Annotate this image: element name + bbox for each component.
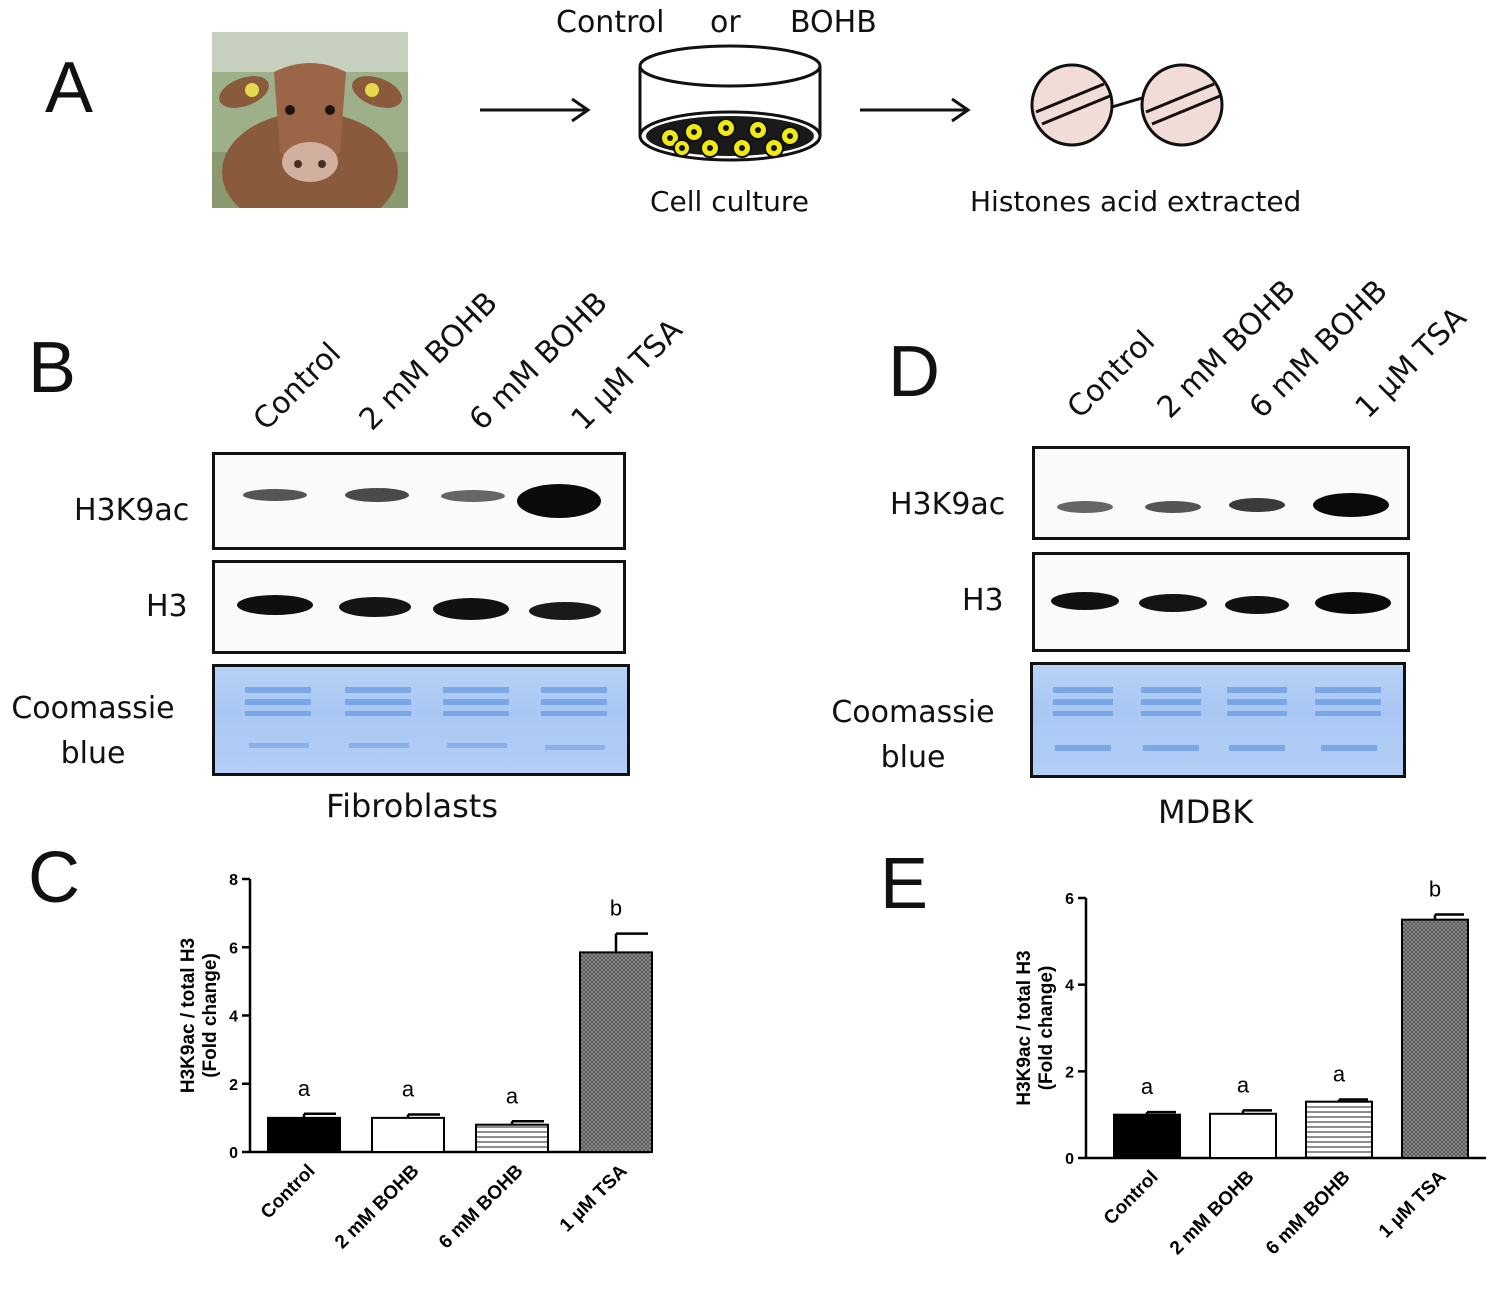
lane-label: Control — [246, 335, 349, 438]
arrow-2-icon — [860, 97, 971, 123]
y-tick-label: 8 — [229, 872, 238, 889]
histones-caption: Histones acid extracted — [970, 185, 1302, 218]
coomassie-line-1: Coomassie — [831, 695, 995, 730]
y-tick-label: 2 — [1065, 1064, 1074, 1081]
bar — [371, 1116, 445, 1153]
y-tick-label: 6 — [1065, 891, 1074, 908]
blot-h3k9ac-fibroblasts — [212, 452, 626, 550]
row-label-h3: H3 — [962, 583, 1004, 618]
panel-d-label: D — [888, 332, 940, 412]
bar — [1209, 1112, 1277, 1160]
significance-letter: b — [1429, 876, 1441, 901]
coomassie-line-2: blue — [60, 736, 126, 771]
row-label-coomassie: Coomassie blue — [0, 686, 186, 776]
category-label: 1 µM TSA — [1375, 1166, 1451, 1242]
significance-letter: a — [506, 1083, 519, 1108]
significance-letter: a — [1333, 1062, 1346, 1087]
significance-letter: b — [610, 896, 622, 921]
y-tick-label: 4 — [229, 1009, 238, 1026]
row-label-coomassie: Coomassie blue — [820, 690, 1006, 780]
category-label: 1 µM TSA — [556, 1160, 632, 1236]
cell-culture-caption: Cell culture — [650, 185, 810, 218]
bar — [1401, 918, 1469, 1159]
y-tick-label: 4 — [1065, 978, 1074, 995]
y-axis-label: (Fold change) — [1036, 966, 1057, 1091]
category-label: Control — [257, 1161, 320, 1224]
blot-h3k9ac-mdbk — [1032, 446, 1410, 540]
cow-photo — [212, 32, 408, 208]
significance-letter: a — [1141, 1074, 1154, 1099]
arrow-1-icon — [480, 97, 591, 123]
significance-letter: a — [402, 1076, 415, 1101]
y-axis-label: H3K9ac / total H3 — [178, 938, 199, 1093]
y-axis-label: H3K9ac / total H3 — [1014, 950, 1035, 1105]
panel-e-label: E — [880, 844, 929, 924]
row-label-h3k9ac: H3K9ac — [74, 493, 190, 528]
significance-letter: a — [298, 1076, 311, 1101]
category-label: 2 mM BOHB — [331, 1161, 423, 1253]
category-label: Control — [1100, 1167, 1163, 1230]
bar — [1113, 1113, 1181, 1160]
panel-c-label: C — [28, 838, 80, 918]
y-axis-label: (Fold change) — [200, 953, 221, 1078]
panel-b-label: B — [28, 328, 77, 408]
bar — [267, 1116, 341, 1153]
row-label-h3k9ac: H3K9ac — [890, 487, 1006, 522]
coomassie-gel-mdbk — [1030, 662, 1406, 778]
significance-letter: a — [1237, 1072, 1250, 1097]
y-tick-label: 6 — [229, 940, 238, 957]
y-tick-label: 2 — [229, 1077, 238, 1094]
cell-type-fibroblasts: Fibroblasts — [326, 787, 499, 825]
petri-dish-icon — [638, 44, 822, 162]
coomassie-line-1: Coomassie — [11, 691, 175, 726]
y-tick-label: 0 — [229, 1145, 238, 1162]
y-tick-label: 0 — [1065, 1151, 1074, 1168]
coomassie-line-2: blue — [880, 740, 946, 775]
cell-type-mdbk: MDBK — [1158, 793, 1254, 831]
bar — [579, 951, 653, 1154]
coomassie-gel-fibroblasts — [212, 664, 630, 776]
treatment-or-label: or — [710, 5, 741, 40]
treatment-control-label: Control — [556, 5, 665, 40]
bar — [1305, 1100, 1373, 1160]
blot-h3-fibroblasts — [212, 560, 626, 654]
treatment-bohb-label: BOHB — [790, 5, 877, 40]
row-label-h3: H3 — [146, 589, 188, 624]
category-label: 6 mM BOHB — [1262, 1167, 1354, 1259]
category-label: 6 mM BOHB — [435, 1161, 527, 1253]
panel-a-label: A — [45, 48, 94, 128]
blot-h3-mdbk — [1032, 552, 1410, 652]
lane-label: Control — [1060, 323, 1163, 426]
bar — [475, 1123, 549, 1154]
histones-icon — [1030, 63, 1224, 147]
category-label: 2 mM BOHB — [1166, 1167, 1258, 1259]
